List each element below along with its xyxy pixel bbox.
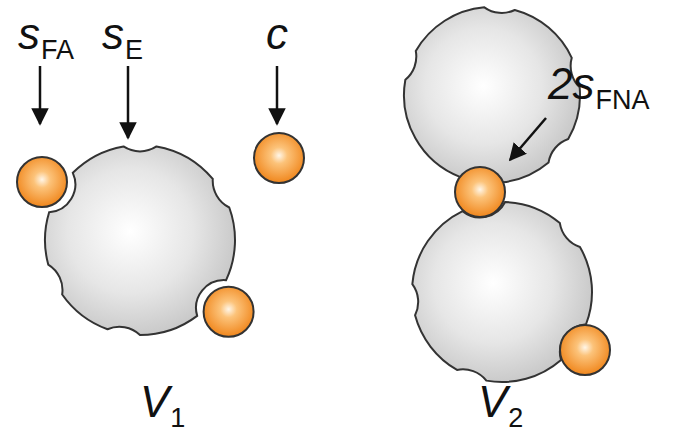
leader-arrow (510, 118, 546, 160)
parameter-label: 2sFNA (548, 62, 649, 106)
particle-sphere (560, 325, 610, 375)
leader-arrow (276, 66, 279, 124)
volume-label: V1 (140, 380, 185, 424)
leader-arrow (127, 66, 130, 138)
particle-sphere (17, 157, 67, 207)
volume-label: V2 (478, 380, 523, 424)
vesicle-group (45, 7, 592, 382)
particle-group (17, 133, 610, 375)
particle-sphere (204, 287, 254, 337)
parameter-label: c (266, 12, 288, 56)
leader-arrow (39, 66, 42, 124)
parameter-label: sFA (18, 12, 74, 56)
parameter-label: sE (102, 12, 143, 56)
leader-arrows (40, 66, 546, 160)
particle-sphere (455, 167, 505, 217)
particle-sphere (254, 133, 304, 183)
